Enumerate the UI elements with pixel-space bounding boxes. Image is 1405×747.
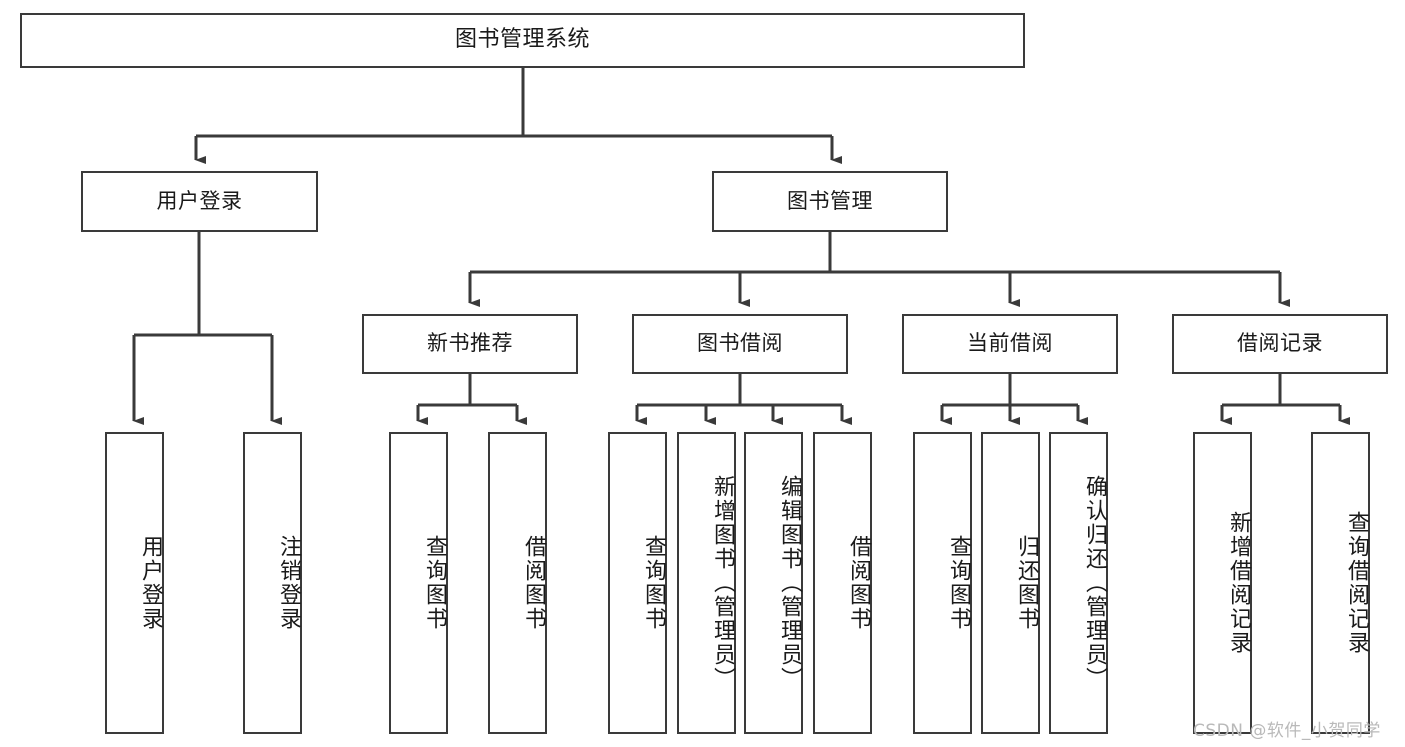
node-label: 归还图书 <box>1014 535 1039 631</box>
node-label: 用户登录 <box>156 188 243 213</box>
leaf-new-book-query[interactable]: 查询图书 <box>389 432 448 734</box>
leaf-new-book-borrow[interactable]: 借阅图书 <box>488 432 547 734</box>
node-label: 图书管理系统 <box>454 27 590 53</box>
node-new-book-recommend[interactable]: 新书推荐 <box>362 314 578 374</box>
node-book-borrow[interactable]: 图书借阅 <box>632 314 848 374</box>
node-label: 编辑图书（管理员） <box>777 475 802 691</box>
node-label: 借阅记录 <box>1237 331 1323 356</box>
node-label: 借阅图书 <box>521 535 546 631</box>
node-root-book-management-system[interactable]: 图书管理系统 <box>20 13 1025 68</box>
leaf-current-borrow-query[interactable]: 查询图书 <box>913 432 972 734</box>
leaf-book-borrow-query[interactable]: 查询图书 <box>608 432 667 734</box>
node-label: 新书推荐 <box>427 331 513 356</box>
node-borrow-record[interactable]: 借阅记录 <box>1172 314 1388 374</box>
node-label: 确认归还（管理员） <box>1082 475 1107 691</box>
node-label: 注销登录 <box>276 535 301 631</box>
leaf-user-login-logout[interactable]: 注销登录 <box>243 432 302 734</box>
node-label: 图书借阅 <box>697 331 783 356</box>
leaf-book-borrow-borrow[interactable]: 借阅图书 <box>813 432 872 734</box>
leaf-current-borrow-confirm-admin[interactable]: 确认归还（管理员） <box>1049 432 1108 734</box>
leaf-current-borrow-return[interactable]: 归还图书 <box>981 432 1040 734</box>
node-label: 图书管理 <box>787 188 873 213</box>
node-book-management[interactable]: 图书管理 <box>712 171 948 232</box>
leaf-book-borrow-edit-admin[interactable]: 编辑图书（管理员） <box>744 432 803 734</box>
node-label: 新增图书（管理员） <box>710 475 735 691</box>
node-label: 查询借阅记录 <box>1344 511 1369 655</box>
node-label: 查询图书 <box>641 535 666 631</box>
node-label: 新增借阅记录 <box>1226 511 1251 655</box>
node-current-borrow[interactable]: 当前借阅 <box>902 314 1118 374</box>
csdn-watermark: CSDN @软件_小贺同学 <box>1193 721 1381 741</box>
leaf-borrow-record-add[interactable]: 新增借阅记录 <box>1193 432 1252 734</box>
leaf-book-borrow-add-admin[interactable]: 新增图书（管理员） <box>677 432 736 734</box>
leaf-borrow-record-query[interactable]: 查询借阅记录 <box>1311 432 1370 734</box>
node-label: 查询图书 <box>946 535 971 631</box>
node-label: 借阅图书 <box>846 535 871 631</box>
node-user-login[interactable]: 用户登录 <box>81 171 318 232</box>
node-label: 当前借阅 <box>967 331 1053 356</box>
node-label: 用户登录 <box>138 535 163 631</box>
node-label: 查询图书 <box>422 535 447 631</box>
leaf-user-login-login[interactable]: 用户登录 <box>105 432 164 734</box>
